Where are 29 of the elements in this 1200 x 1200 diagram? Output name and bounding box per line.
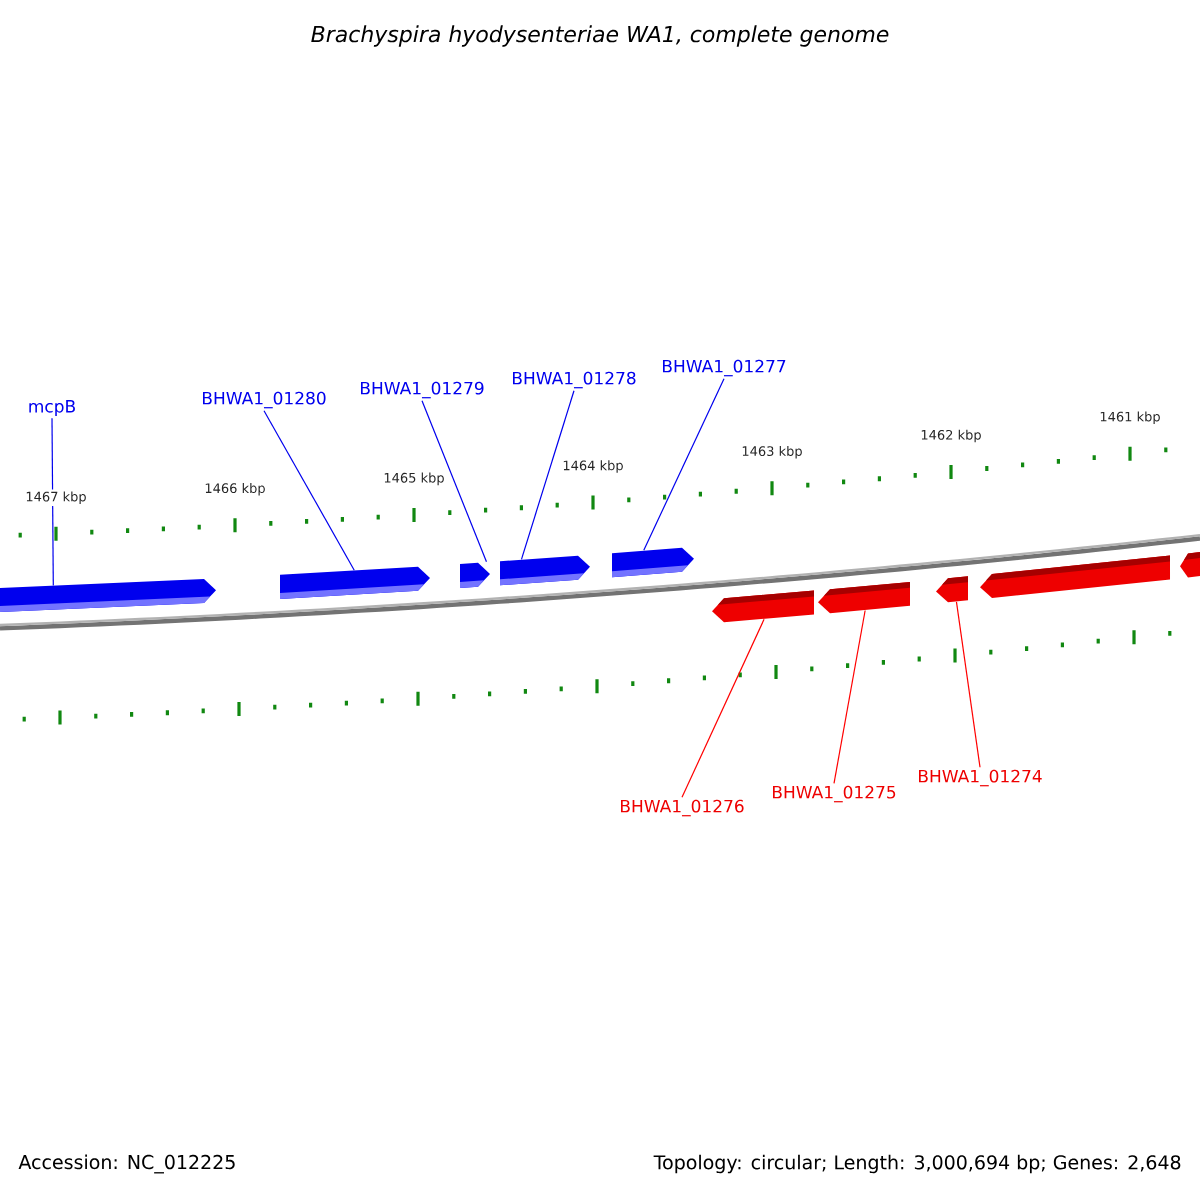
gene-glyph — [712, 590, 814, 623]
gene-glyph — [280, 566, 430, 599]
gene-glyph — [460, 562, 490, 588]
gene-glyph — [818, 581, 910, 614]
gene-label: BHWA1_01277 — [663, 359, 786, 377]
gene-label: BHWA1_01280 — [203, 391, 326, 409]
leader-line — [681, 618, 765, 798]
gene-label: BHWA1_01279 — [361, 381, 484, 399]
gene-label: BHWA1_01274 — [919, 769, 1042, 787]
leader-line — [51, 417, 54, 587]
gene-glyph — [980, 555, 1170, 598]
leader-line — [421, 400, 488, 563]
title: Brachyspira hyodysenteriae WA1, complete genome — [311, 25, 889, 47]
leader-line — [833, 609, 866, 784]
leader-line — [643, 378, 725, 551]
footer-text: Accession: NC_012225 — [18, 1154, 235, 1174]
gene-glyph — [936, 576, 968, 603]
leader-line — [263, 410, 355, 571]
leader-line — [955, 601, 981, 768]
leader-line — [520, 390, 575, 560]
gene-glyph — [500, 555, 590, 586]
gene-label: BHWA1_01276 — [621, 799, 744, 817]
footer-text: Topology: circular; Length: 3,000,694 bp; Genes: 2,648 — [653, 1154, 1181, 1174]
gene-label: BHWA1_01275 — [773, 785, 896, 803]
gene-glyph — [0, 578, 216, 612]
gene-label: BHWA1_01278 — [513, 371, 636, 389]
gene-glyph — [1180, 552, 1200, 578]
gene-label: mcpB — [29, 400, 75, 416]
gene-glyph — [612, 547, 694, 578]
